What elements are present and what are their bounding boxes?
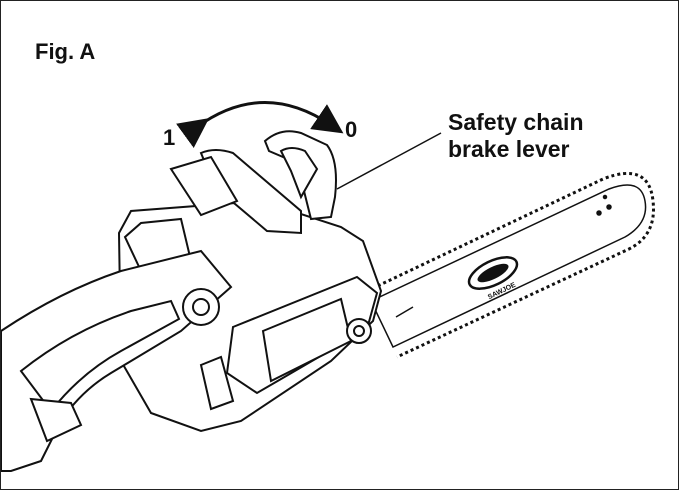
position-off-label: 0 (345, 117, 358, 142)
safety-chain-brake-lever (169, 130, 337, 235)
position-on-label: 1 (163, 125, 176, 150)
figure-label: Fig. A (35, 39, 96, 64)
callout-line-1: Safety chain (448, 109, 584, 135)
rear-handle (1, 249, 233, 472)
callout-label: Safety chain brake lever (448, 109, 584, 163)
callout-leader-line (336, 132, 442, 190)
motor-housing (117, 199, 383, 433)
rotation-arrow (176, 101, 344, 148)
callout-line-2: brake lever (448, 136, 570, 162)
sawjoe-logo: SAWJOE (467, 256, 519, 301)
